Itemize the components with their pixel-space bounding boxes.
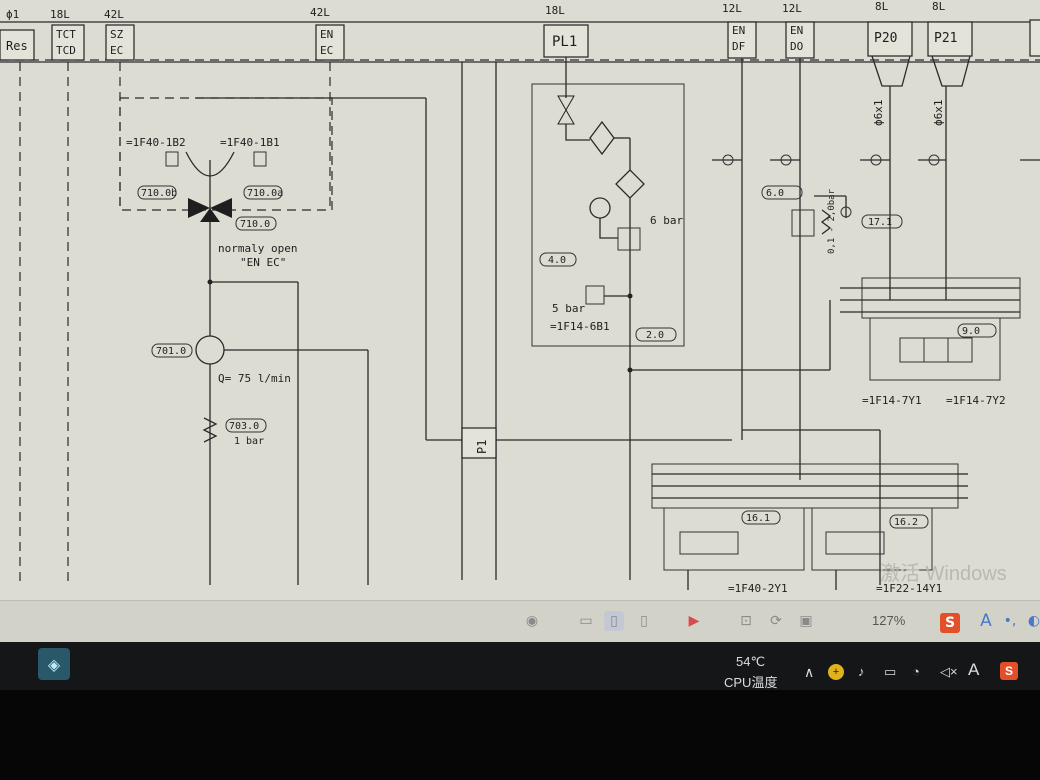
rotate-icon[interactable]: ⟳ [770, 613, 782, 629]
tag-701-0: 701.0 [156, 346, 186, 357]
windows-watermark: 激活 Windows [880, 562, 1007, 585]
label-normaly-open: normaly open [218, 242, 297, 255]
ime-a-icon[interactable]: A [980, 611, 992, 631]
bell-icon[interactable]: ♪ [858, 664, 865, 679]
tag-710-0a: 710.0a [247, 188, 283, 199]
eye-icon[interactable]: ◉ [525, 613, 539, 629]
label-5bar: 5 bar [552, 302, 585, 315]
tag-1f40-2y1: =1F40-2Y1 [728, 582, 788, 595]
laptop-bezel [0, 690, 1040, 780]
page-icon[interactable]: ▭ [579, 613, 593, 629]
label-42l-b: 42L [310, 6, 330, 19]
label-42l-a: 42L [104, 8, 124, 21]
tag-9-0: 9.0 [962, 326, 980, 337]
tag-1f40-1b1: =1F40-1B1 [220, 136, 280, 149]
ime-dot-icon[interactable]: •, [1003, 613, 1017, 629]
label-18l-b: 18L [545, 4, 565, 17]
svg-text:EC: EC [110, 44, 123, 57]
label-p1: P1 [475, 440, 489, 454]
label-en-ec: "EN EC" [240, 256, 286, 269]
label-12l-a: 12L [722, 2, 742, 15]
wifi-icon[interactable]: ◔ [912, 664, 920, 679]
page-view-icon[interactable]: ▯ [604, 611, 624, 631]
svg-text:EC: EC [320, 44, 333, 57]
svg-text:TCT: TCT [56, 28, 76, 41]
svg-text:EN: EN [790, 24, 803, 37]
tag-4-0: 4.0 [548, 255, 566, 266]
label-flow: Q= 75 l/min [218, 372, 291, 385]
page-size-icon[interactable]: ▣ [799, 613, 813, 629]
label-phi6x1-a: ϕ6x1 [872, 100, 885, 127]
label-12l-b: 12L [782, 2, 802, 15]
tag-710-0b: 710.0b [141, 188, 177, 199]
header-p21: P21 [934, 31, 957, 46]
label-pressure-range: 0,1 - 2,0bar [827, 188, 837, 254]
hydraulic-schematic: ϕ1 18L 42L 42L 18L 12L 12L 8L 8L Res TCT… [0, 0, 1040, 595]
tag-1f22-14y1: =1F22-14Y1 [876, 582, 942, 595]
app-icon[interactable]: ◈ [38, 648, 70, 680]
sogou-tray-icon[interactable]: S [1000, 662, 1018, 680]
tag-1f14-6b1: =1F14-6B1 [550, 320, 610, 333]
sogou-s-label: S [944, 615, 956, 631]
label-8l-a: 8L [875, 0, 889, 13]
label-8l-b: 8L [932, 0, 946, 13]
label-1bar: 1 bar [234, 436, 264, 447]
svg-text:DO: DO [790, 40, 803, 53]
header-res: Res [6, 39, 28, 53]
mute-icon[interactable]: ◁× [940, 664, 958, 679]
svg-text:EN: EN [732, 24, 745, 37]
ime-label[interactable]: A [968, 660, 980, 679]
svg-text:EN: EN [320, 28, 333, 41]
screen: ϕ1 18L 42L 42L 18L 12L 12L 8L 8L Res TCT… [0, 0, 1040, 690]
tag-16-2: 16.2 [894, 517, 918, 528]
tag-1f40-1b2: =1F40-1B2 [126, 136, 186, 149]
ime-mic-icon[interactable]: ◐ [1027, 613, 1040, 629]
cpu-temp-label: CPU温度 [724, 675, 778, 690]
pdf-toolbar: ◉ ▭ ▯ ▯ ▶ ⊡ ⟳ ▣ 127% S A •, ◐ [0, 600, 1040, 643]
taskbar: ◈ 54℃ CPU温度 ∧ + ♪ ▭ ◔ ◁× A S [0, 642, 1040, 690]
label-18l-a: 18L [50, 8, 70, 21]
zoom-level[interactable]: 127% [872, 613, 906, 628]
pdf-document-view[interactable]: ϕ1 18L 42L 42L 18L 12L 12L 8L 8L Res TCT… [0, 0, 1040, 600]
label-phi6x1-b: ϕ6x1 [932, 100, 945, 127]
tag-6-0: 6.0 [766, 188, 784, 199]
tag-1f14-7y1: =1F14-7Y1 [862, 394, 922, 407]
tag-1f14-7y2: =1F14-7Y2 [946, 394, 1006, 407]
battery-icon[interactable]: ▭ [884, 664, 897, 679]
tag-710-0: 710.0 [240, 219, 270, 230]
tag-703-0: 703.0 [229, 421, 259, 432]
label-6bar: 6 bar [650, 214, 683, 227]
tag-2-0: 2.0 [646, 330, 664, 341]
play-icon[interactable]: ▶ [688, 613, 700, 629]
svg-text:DF: DF [732, 40, 745, 53]
page-double-icon[interactable]: ▯ [640, 613, 648, 629]
check-valve-row [712, 154, 1040, 166]
sogou-icon[interactable]: S [940, 613, 960, 633]
chevron-up-icon[interactable]: ∧ [804, 664, 815, 680]
fit-icon[interactable]: ⊡ [740, 613, 752, 629]
svg-text:TCD: TCD [56, 44, 76, 57]
label-phi1: ϕ1 [6, 8, 19, 21]
cpu-temperature: 54℃ [736, 654, 766, 669]
tag-16-1: 16.1 [746, 513, 770, 524]
header-p20: P20 [874, 31, 897, 46]
tag-17-1: 17.1 [868, 217, 892, 228]
svg-text:SZ: SZ [110, 28, 124, 41]
yellow-badge-icon[interactable]: + [828, 664, 844, 680]
header-pl1: PL1 [552, 34, 577, 50]
